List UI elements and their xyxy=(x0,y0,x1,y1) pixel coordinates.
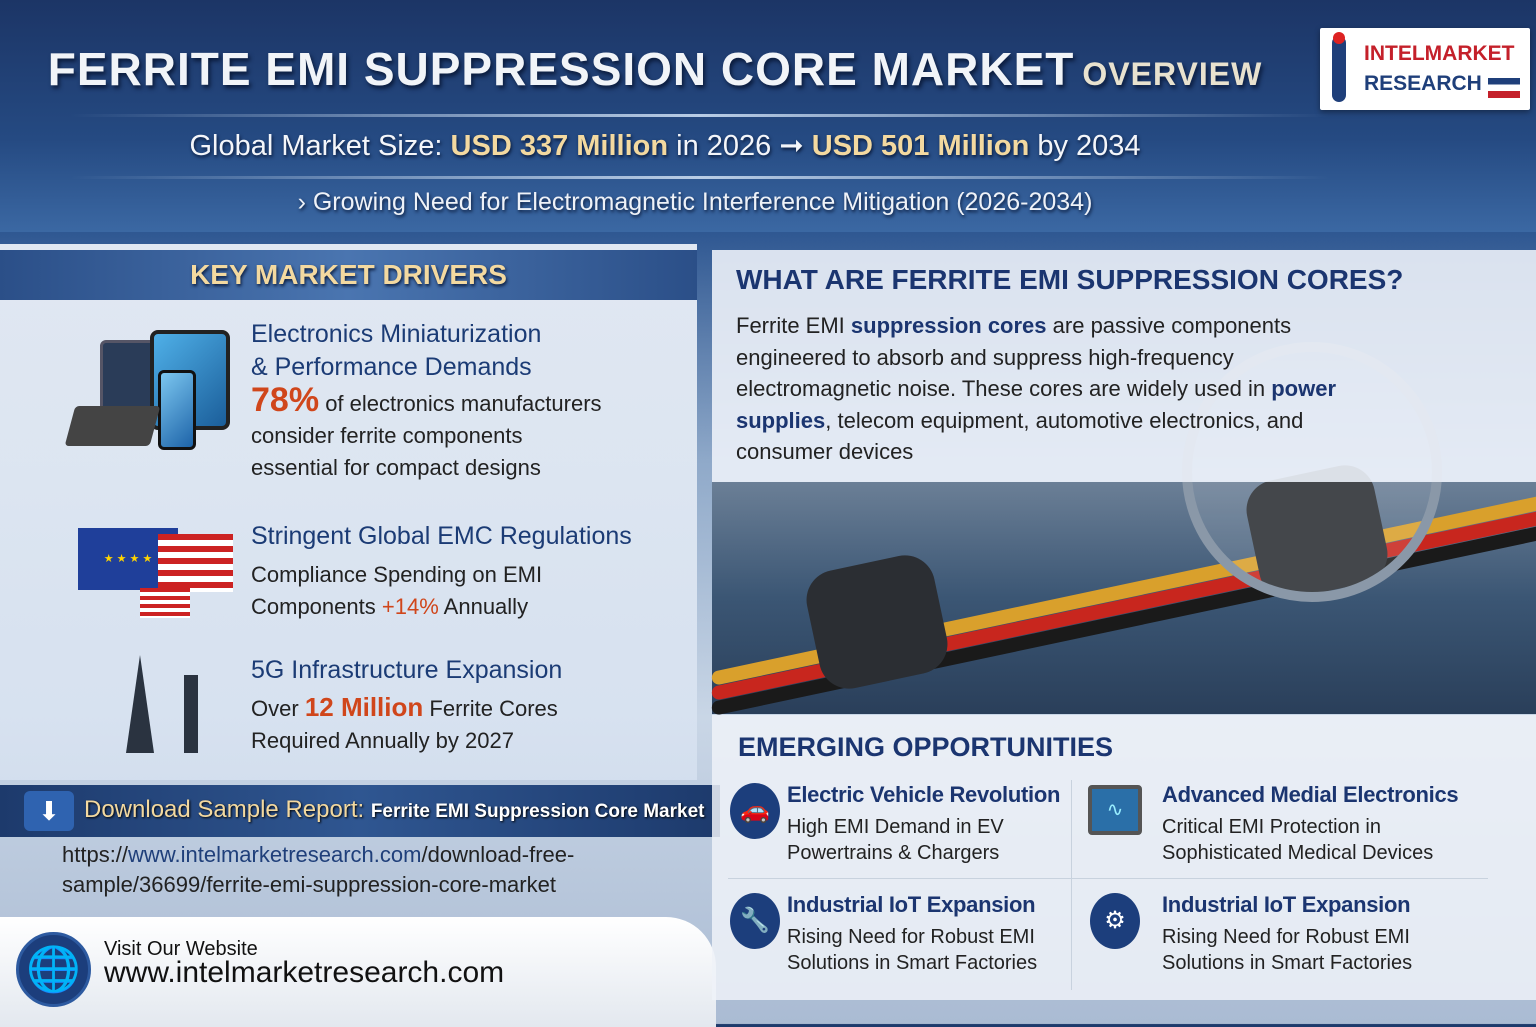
globe-icon: 🌐 xyxy=(16,932,91,1007)
car-icon: 🚗 xyxy=(730,783,780,839)
intelmarket-logo[interactable]: INTELMARKET RESEARCH xyxy=(1320,28,1530,110)
market-size: Global Market Size: USD 337 Million in 2… xyxy=(189,130,1141,162)
download-url[interactable]: https://www.intelmarketresearch.com/down… xyxy=(62,842,575,897)
divider xyxy=(728,878,1488,879)
definition-text: Ferrite EMI suppression cores are passiv… xyxy=(736,313,1337,464)
definition-box xyxy=(712,250,1536,482)
website-link[interactable]: www.intelmarketresearch.com xyxy=(104,956,505,989)
visit-label: Visit Our Website xyxy=(104,938,258,960)
drivers-heading: KEY MARKET DRIVERS xyxy=(0,250,697,300)
download-bar[interactable] xyxy=(0,785,720,837)
ferrite-core-image xyxy=(710,342,1536,716)
divider xyxy=(1071,780,1072,990)
opportunities-panel xyxy=(712,715,1536,1000)
divider xyxy=(70,176,1330,179)
download-sample-link[interactable]: Download Sample Report: Ferrite EMI Supp… xyxy=(84,796,705,823)
driver-emc-regulations: Stringent Global EMC Regulations Complia… xyxy=(251,522,632,619)
chevron-right-icon: › xyxy=(297,188,306,216)
divider xyxy=(70,114,1330,117)
cell-tower-icon xyxy=(118,655,218,755)
definition-title: WHAT ARE FERRITE EMI SUPPRESSION CORES? xyxy=(736,264,1404,295)
industrial-tools-icon: 🔧 xyxy=(730,893,780,949)
subtitle: › Growing Need for Electromagnetic Inter… xyxy=(297,188,1093,216)
download-icon[interactable]: ⬇ xyxy=(24,791,74,831)
factory-device-icon: ⚙ xyxy=(1090,893,1140,949)
eu-us-flags-icon: ★ ★ ★ ★ xyxy=(78,528,233,620)
ferrite-core xyxy=(800,549,954,695)
drivers-panel xyxy=(0,244,697,780)
driver-5g: 5G Infrastructure Expansion Over 12 Mill… xyxy=(251,656,563,753)
opportunities-heading: EMERGING OPPORTUNITIES xyxy=(738,732,1114,762)
medical-monitor-icon: ∿ xyxy=(1088,785,1142,835)
website-footer xyxy=(0,917,716,1027)
devices-icon xyxy=(64,330,230,450)
driver-miniaturization: Electronics Miniaturization& Performance… xyxy=(251,320,602,480)
